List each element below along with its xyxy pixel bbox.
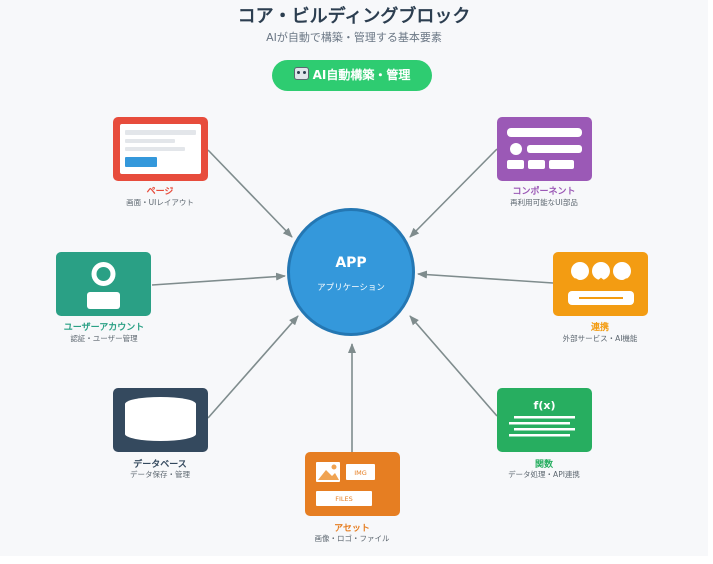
database-block: [113, 388, 208, 452]
page-label: ページ: [146, 187, 174, 197]
component-grid-icon: [507, 128, 582, 169]
account-label: ユーザーアカウント: [63, 323, 145, 333]
asset-desc: 画像・ロゴ・ファイル: [314, 534, 390, 543]
files-tag: FILES: [335, 495, 353, 503]
component-desc: 再利用可能なUI部品: [510, 198, 578, 207]
function-desc: データ処理・API連携: [508, 470, 580, 479]
integration-block: [553, 252, 648, 316]
page-layout-icon: [120, 124, 201, 174]
function-symbol: f(x): [534, 399, 556, 412]
integration-desc: 外部サービス・AI機能: [562, 334, 638, 343]
asset-files-icon: IMG FILES: [316, 462, 375, 506]
function-icon: f(x): [509, 399, 575, 437]
page-block: [113, 117, 208, 181]
connector-integration: [417, 270, 554, 284]
app-node: APP アプリケーション: [287, 208, 415, 336]
component-label: コンポーネント: [512, 187, 576, 197]
asset-block: IMG FILES: [305, 452, 400, 516]
connector-layer: [151, 148, 554, 452]
page-subtitle: AIが自動で構築・管理する基本要素: [266, 31, 442, 44]
integration-label: 連携: [590, 323, 609, 333]
account-block: [56, 252, 151, 316]
function-block: f(x): [497, 388, 592, 452]
connector-page: [207, 149, 293, 238]
connector-account: [151, 272, 286, 286]
connector-database: [207, 315, 299, 419]
function-label: 関数: [534, 460, 553, 470]
robot-icon: [293, 67, 309, 80]
img-tag: IMG: [354, 469, 367, 477]
asset-label: アセット: [334, 524, 370, 534]
people-link-icon: [568, 262, 634, 305]
connector-function: [409, 315, 498, 417]
app-title: APP: [335, 255, 367, 271]
component-block: [497, 117, 592, 181]
ai-badge: AI自動構築・管理: [272, 60, 432, 91]
diagram-canvas: コア・ビルディングブロック AIが自動で構築・管理する基本要素 AI自動構築・管…: [56, 6, 648, 543]
user-icon: [87, 262, 120, 309]
page-desc: 画面・UIレイアウト: [126, 198, 194, 207]
database-label: データベース: [133, 460, 187, 470]
app-subtitle: アプリケーション: [317, 283, 385, 293]
ai-badge-label: AI自動構築・管理: [312, 68, 411, 82]
account-desc: 認証・ユーザー管理: [70, 334, 138, 343]
database-icon: [125, 397, 196, 441]
database-desc: データ保存・管理: [130, 470, 190, 479]
page-title: コア・ビルディングブロック: [237, 6, 471, 27]
connector-component: [409, 148, 498, 238]
